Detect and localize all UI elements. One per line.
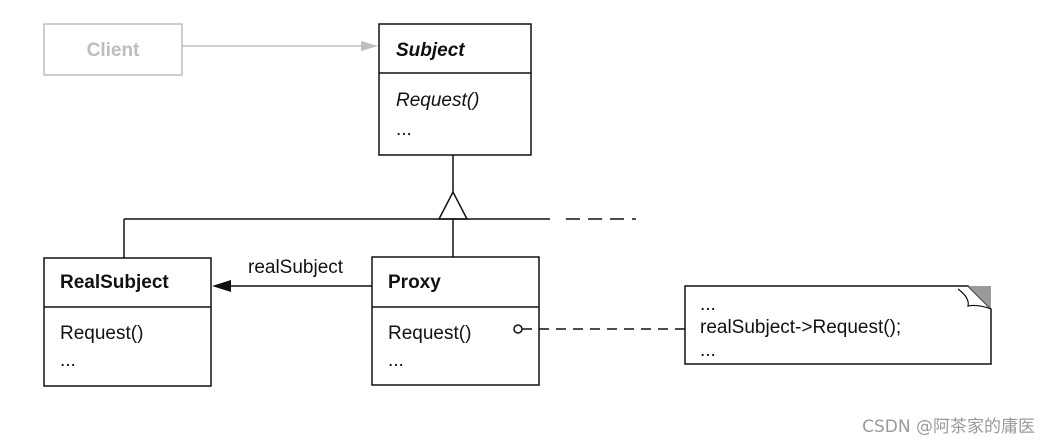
proxy-class: Proxy Request() ... bbox=[371, 256, 540, 386]
proxy-name: Proxy bbox=[388, 272, 441, 293]
association-arrowhead bbox=[212, 280, 231, 292]
note-line-2: realSubject->Request(); bbox=[700, 317, 901, 338]
client-box bbox=[43, 23, 183, 76]
subject-operation: Request() bbox=[396, 90, 479, 111]
note-line-3: ... bbox=[700, 340, 716, 361]
realsubject-name: RealSubject bbox=[60, 272, 169, 293]
implementation-note: ... realSubject->Request(); ... bbox=[684, 285, 992, 365]
note-box bbox=[684, 285, 992, 365]
watermark: CSDN @阿茶家的庸医 bbox=[862, 417, 1035, 437]
subject-more: ... bbox=[396, 119, 412, 140]
client-class: Client bbox=[43, 23, 183, 76]
subject-box bbox=[378, 23, 532, 156]
note-corner-fold bbox=[968, 286, 991, 309]
proxy-box bbox=[371, 256, 540, 386]
note-corner-curl bbox=[957, 288, 992, 310]
proxy-operation: Request() bbox=[388, 323, 471, 344]
subject-name: Subject bbox=[396, 40, 465, 61]
client-label: Client bbox=[87, 40, 140, 61]
realsubject-more: ... bbox=[60, 350, 76, 371]
realsubject-operation: Request() bbox=[60, 323, 143, 344]
inheritance-triangle bbox=[437, 190, 469, 220]
realsubject-box bbox=[43, 257, 212, 387]
association-label: realSubject bbox=[248, 257, 344, 278]
proxy-more: ... bbox=[388, 350, 404, 371]
subject-class: Subject Request() ... bbox=[378, 23, 532, 156]
note-anchor-circle bbox=[513, 324, 523, 334]
note-line-1: ... bbox=[700, 294, 716, 315]
client-subject-arrowhead bbox=[361, 41, 378, 51]
realsubject-class: RealSubject Request() ... bbox=[43, 257, 212, 387]
